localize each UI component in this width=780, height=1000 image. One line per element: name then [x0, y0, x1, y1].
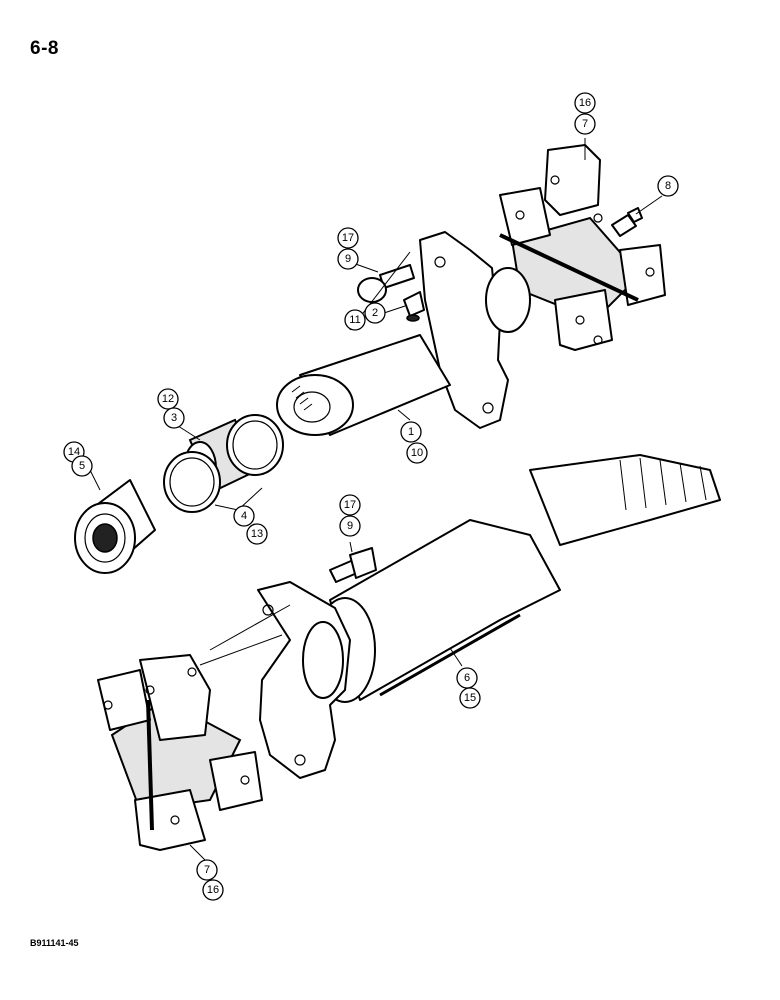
callout-9-lower: 9 — [339, 515, 361, 537]
svg-text:15: 15 — [464, 692, 476, 704]
lower-yoke — [257, 581, 351, 779]
callout-7-upper: 7 — [574, 113, 596, 135]
svg-text:8: 8 — [665, 180, 671, 192]
upper-yoke — [419, 231, 531, 429]
main-tube — [314, 519, 561, 703]
callout-11: 11 — [344, 309, 366, 331]
callout-9-upper: 9 — [337, 248, 359, 270]
svg-text:12: 12 — [162, 393, 174, 405]
splined-shaft — [529, 454, 721, 546]
page-number: 6-8 — [30, 38, 59, 59]
callout-13: 13 — [246, 523, 268, 545]
figure-code: B911141-45 — [30, 938, 79, 948]
callout-16-lower: 16 — [202, 879, 224, 901]
svg-text:13: 13 — [251, 528, 263, 540]
svg-text:11: 11 — [349, 314, 360, 326]
callout-5: 5 — [71, 455, 93, 477]
callout-16-upper: 16 — [574, 92, 596, 114]
callout-17-lower: 17 — [339, 494, 361, 516]
grease-fitting-upper — [611, 207, 643, 237]
svg-text:3: 3 — [171, 412, 177, 424]
svg-text:14: 14 — [68, 446, 80, 458]
svg-text:9: 9 — [345, 253, 351, 265]
bolt-upper — [357, 264, 415, 303]
callout-6: 6 — [456, 667, 478, 689]
callout-10: 10 — [406, 442, 428, 464]
bolt-lower — [329, 547, 377, 583]
svg-text:17: 17 — [342, 232, 354, 244]
callout-4: 4 — [233, 505, 255, 527]
svg-text:10: 10 — [411, 447, 423, 459]
boot-nut — [74, 479, 156, 574]
svg-text:16: 16 — [579, 97, 591, 109]
svg-text:9: 9 — [347, 520, 353, 532]
grease-fitting-tube — [403, 291, 425, 322]
callout-15: 15 — [459, 687, 481, 709]
callout-17-upper: 17 — [337, 227, 359, 249]
svg-text:2: 2 — [372, 307, 378, 319]
callout-1: 1 — [400, 421, 422, 443]
svg-text:16: 16 — [207, 884, 219, 896]
slip-yoke-tube — [276, 334, 451, 436]
callout-12: 12 — [157, 388, 179, 410]
svg-text:6: 6 — [464, 672, 470, 684]
svg-text:1: 1 — [408, 426, 414, 438]
callout-8: 8 — [657, 175, 679, 197]
svg-text:4: 4 — [241, 510, 247, 522]
svg-text:17: 17 — [344, 499, 356, 511]
svg-text:7: 7 — [204, 864, 210, 876]
callout-7-lower: 7 — [196, 859, 218, 881]
lower-universal-joint — [97, 654, 263, 851]
callout-2: 2 — [364, 302, 386, 324]
svg-text:5: 5 — [79, 460, 85, 472]
svg-text:7: 7 — [582, 118, 588, 130]
callout-3: 3 — [163, 407, 185, 429]
upper-universal-joint — [499, 144, 666, 351]
seal-rings — [163, 414, 284, 513]
